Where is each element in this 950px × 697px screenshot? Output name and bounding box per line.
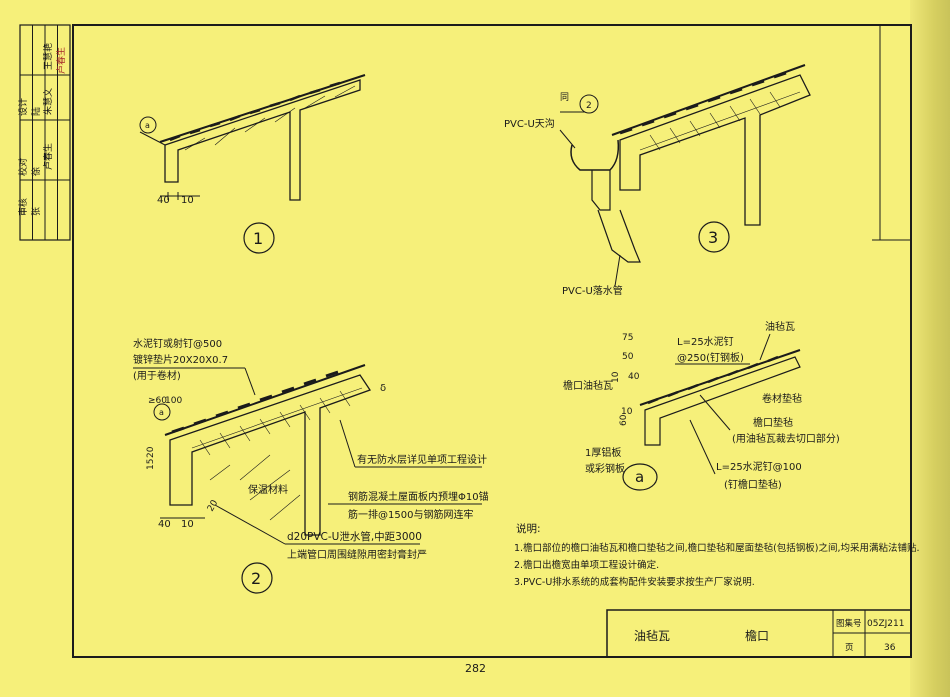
detail-3: 2 同 PVC-U天沟 PVC-U落水管 3 [504,64,811,297]
sidebar-name-2: 朱慧文 [42,88,54,115]
detail2-label-rebar-2: 筋一排@1500与钢筋网连牢 [348,508,473,521]
titleblock-page-label: 页 [845,643,854,653]
detail3-callout-circle [698,221,730,253]
detailA-dim-60: 60 [619,414,629,426]
note-item-1: 1.檐口部位的檐口油毡瓦和檐口垫毡之间,檐口垫毡和屋面垫毡(包括钢板)之间,均采… [514,542,920,554]
detail3-ref-number: 2 [586,101,592,111]
detailA-dim-10: 10 [611,371,621,383]
detailA-label-eave-tile: 檐口油毡瓦 [563,379,613,392]
sidebar-role-2: 校对 [17,158,29,176]
detail2-dim-40: 40 [158,519,171,530]
drawing-border [72,24,912,658]
signature-block: 审核 校对 设计 张 徐 陆 卢春生 朱慧文 王慧艳 卢春生 [17,24,71,241]
detail2-dim-delta: δ [380,383,386,394]
detailA-label-eave-pad: 檐口垫毡 [753,416,793,429]
detail3-label-same: 同 [560,92,569,103]
detail2-dim-20: 20 [146,446,156,458]
titleblock-atlas-label: 图集号 [836,618,862,629]
notes-block: 说明: 1.檐口部位的檐口油毡瓦和檐口垫毡之间,檐口垫毡和屋面垫毡(包括钢板)之… [514,522,920,588]
sidebar-name-3: 王慧艳 [42,43,54,70]
book-spine-shadow [910,0,950,697]
detail1-dim-10: 10 [181,195,194,206]
note-item-3: 3.PVC-U排水系统的成套构配件安装要求按生产厂家说明. [514,576,755,588]
detail2-label-for-roll: (用于卷材) [133,369,181,382]
sidebar-signature-1: 卢春生 [55,47,67,74]
detail2-label-rebar-1: 钢筋混凝土屋面板内预埋Φ10锚 [348,490,489,503]
sidebar-sign-3: 陆 [30,107,42,116]
detailA-label-nail100b: (钉檐口垫毡) [724,478,782,491]
detail2-label-seal: 上端管口周围缝隙用密封膏封严 [287,548,427,561]
sidebar-name-1: 卢春生 [42,143,54,170]
notes-title: 说明: [516,522,541,535]
sidebar-sign-1: 张 [31,207,42,216]
detail-2: a 水泥钉或射钉@500 镀锌垫片20X20X0.7 (用于卷材) ≥60 10… [133,337,489,594]
title-block: 油毡瓦 檐口 图集号 05ZJ211 页 36 [606,609,912,658]
detail2-dim-60: ≥60 [148,396,167,406]
detailA-dim-40: 40 [628,372,640,382]
detail1-callout-circle [243,222,275,254]
detailA-label-nail25: L=25水泥钉 [677,335,734,348]
detail3-number: 3 [708,228,718,247]
titleblock-page-number: 36 [884,643,896,653]
detail2-label-nail: 水泥钉或射钉@500 [133,337,222,350]
detail-a: 油毡瓦 L=25水泥钉 @250(钉钢板) 75 50 40 10 10 60 … [563,320,840,491]
detailA-number: a [635,468,644,486]
detail2-dim-15: 15 [146,459,156,470]
detailA-callout-circle [622,463,658,491]
detailA-label-sheet2: 或彩钢板 [585,462,625,475]
detail1-number: 1 [253,229,263,248]
detailA-label-nail25b: @250(钉钢板) [677,351,744,364]
detail1-dim-40: 40 [157,195,170,206]
detail2-callout-circle [241,562,273,594]
detail3-label-gutter: PVC-U天沟 [504,117,555,130]
detailA-label-roll-pad: 卷材垫毡 [762,392,802,405]
note-item-2: 2.檐口出檐宽由单项工程设计确定. [514,559,659,571]
detail2-dim-100: 100 [165,396,182,406]
detailA-dim-10b: 10 [621,407,633,417]
svg-text:a: a [159,408,164,417]
detail2-number: 2 [251,569,261,588]
book-page-number: 282 [465,662,486,675]
detail3-label-downpipe: PVC-U落水管 [562,284,623,297]
titleblock-subject: 檐口 [745,629,769,643]
titleblock-atlas-number: 05ZJ211 [867,619,904,629]
detailA-label-tile: 油毡瓦 [765,320,795,333]
detail2-label-insulation: 保温材料 [248,483,288,496]
detailA-dim-50: 50 [622,352,634,362]
detail2-label-washer: 镀锌垫片20X20X0.7 [133,353,228,366]
sidebar-sign-2: 徐 [30,167,42,176]
detail2-dim-10: 10 [181,519,194,530]
detail2-dim-20b: 20 [206,498,221,513]
detailA-label-eave-pad-note: (用油毡瓦裁去切口部分) [732,432,840,445]
detail-1: a 40 10 1 [139,74,366,254]
sidebar-role-3: 设计 [17,98,29,116]
detailA-label-nail100: L=25水泥钉@100 [716,460,802,473]
sidebar-role-1: 审核 [17,198,29,216]
detail2-label-pipe: d20PVC-U泄水管,中距3000 [287,530,422,543]
titleblock-name: 油毡瓦 [634,629,670,643]
detail2-label-waterproof: 有无防水层详见单项工程设计 [357,453,487,466]
detailA-dim-75: 75 [622,333,633,343]
detailA-label-sheet1: 1厚铝板 [585,446,621,459]
svg-text:a: a [145,121,150,130]
